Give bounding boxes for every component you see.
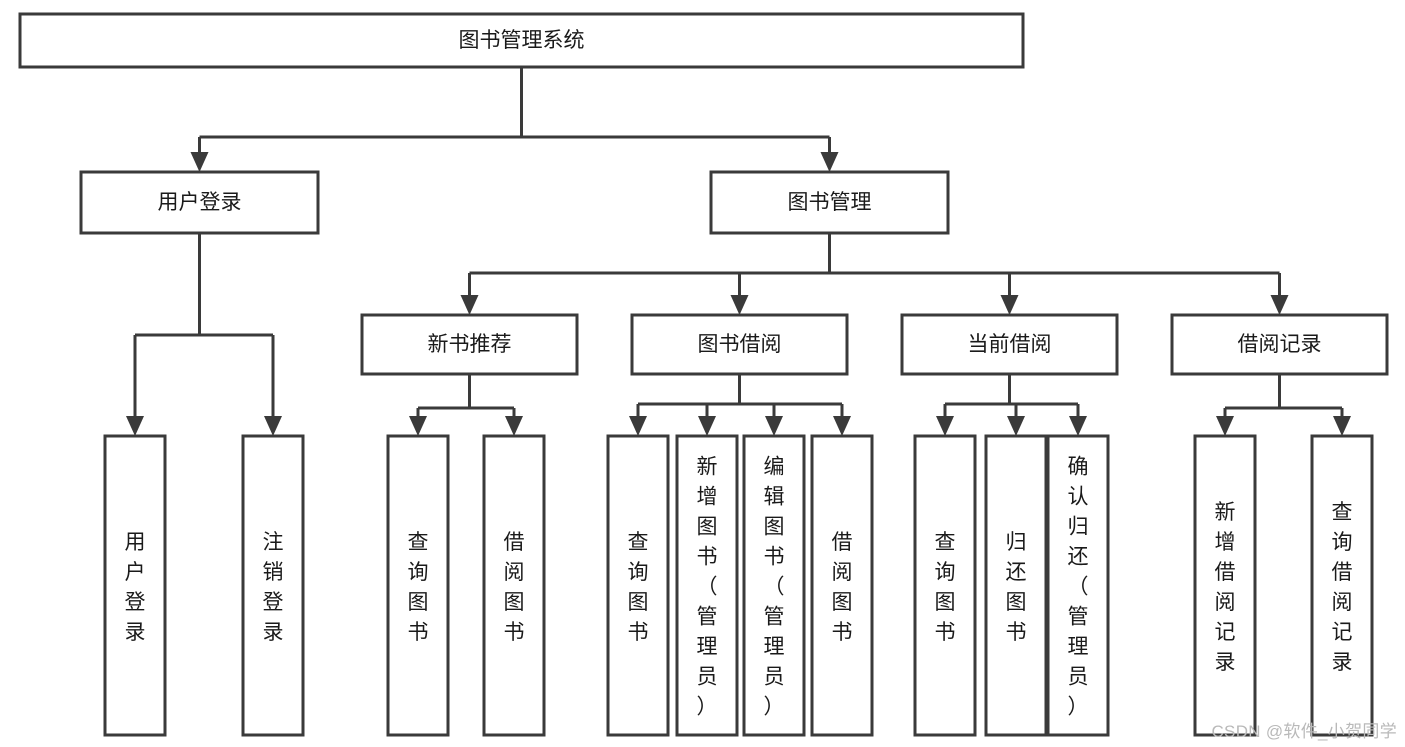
node-label: 注销登录 (263, 531, 284, 644)
arrow-head-icon (936, 416, 954, 436)
arrow-head-icon (1216, 416, 1234, 436)
node-label: 查询图书 (628, 531, 649, 644)
node-leaf-add-book[interactable]: 新增图书（管理员） (675, 434, 739, 737)
node-label: 借阅图书 (832, 531, 853, 644)
node-label: 借阅记录 (1238, 333, 1322, 356)
node-label: 图书借阅 (698, 333, 782, 356)
arrow-head-icon (1270, 295, 1289, 315)
edge-group-user-login (126, 233, 282, 436)
arrow-head-icon (1333, 416, 1351, 436)
node-leaf-return-book[interactable]: 归还图书 (984, 434, 1048, 737)
arrow-head-icon (460, 295, 479, 315)
node-box[interactable] (913, 434, 977, 737)
node-label: 图书管理系统 (459, 29, 585, 52)
node-leaf-borrow-book-1[interactable]: 借阅图书 (482, 434, 546, 737)
node-label: 确认归还（管理员） (1068, 455, 1089, 718)
node-leaf-query-book-3[interactable]: 查询图书 (913, 434, 977, 737)
node-box[interactable] (742, 434, 806, 737)
node-label: 当前借阅 (968, 333, 1052, 356)
arrow-head-icon (833, 416, 851, 436)
node-label: 新增图书（管理员） (697, 455, 718, 718)
edge-group-current-borrow (936, 374, 1087, 436)
node-user-login[interactable]: 用户登录 (79, 170, 320, 235)
node-label: 图书管理 (788, 191, 872, 214)
node-label: 查询借阅记录 (1332, 501, 1353, 674)
node-box[interactable] (103, 434, 167, 737)
node-box[interactable] (360, 313, 579, 376)
node-box[interactable] (606, 434, 670, 737)
node-new-book-rec[interactable]: 新书推荐 (360, 313, 579, 376)
arrow-head-icon (264, 416, 282, 436)
node-leaf-add-record[interactable]: 新增借阅记录 (1193, 434, 1257, 737)
node-label: 借阅图书 (504, 531, 525, 644)
node-book-borrow[interactable]: 图书借阅 (630, 313, 849, 376)
node-leaf-user-login[interactable]: 用户登录 (103, 434, 167, 737)
watermark-text: CSDN @软件_小贺同学 (1211, 722, 1397, 741)
node-box[interactable] (1046, 434, 1110, 737)
node-label: 用户登录 (125, 531, 146, 644)
node-box[interactable] (18, 12, 1025, 69)
arrow-head-icon (1069, 416, 1087, 436)
connector-layer (126, 67, 1351, 436)
node-leaf-user-logout[interactable]: 注销登录 (241, 434, 305, 737)
node-box[interactable] (386, 434, 450, 737)
node-box[interactable] (1193, 434, 1257, 737)
node-box[interactable] (630, 313, 849, 376)
node-box[interactable] (984, 434, 1048, 737)
node-layer: 图书管理系统用户登录图书管理新书推荐图书借阅当前借阅借阅记录用户登录注销登录查询… (18, 12, 1389, 737)
node-box[interactable] (241, 434, 305, 737)
node-box[interactable] (900, 313, 1119, 376)
node-leaf-query-book-2[interactable]: 查询图书 (606, 434, 670, 737)
node-leaf-confirm-return[interactable]: 确认归还（管理员） (1046, 434, 1110, 737)
node-box[interactable] (1170, 313, 1389, 376)
node-box[interactable] (1310, 434, 1374, 737)
node-box[interactable] (79, 170, 320, 235)
arrow-head-icon (190, 152, 209, 172)
arrow-head-icon (730, 295, 749, 315)
node-undefined[interactable]: 图书管理系统 (18, 12, 1025, 69)
edge-group-root (190, 67, 839, 172)
node-box[interactable] (482, 434, 546, 737)
edge-group-borrow-record (1216, 374, 1351, 436)
node-label: 归还图书 (1006, 531, 1027, 644)
arrow-head-icon (409, 416, 427, 436)
node-leaf-edit-book[interactable]: 编辑图书（管理员） (742, 434, 806, 737)
node-leaf-query-record[interactable]: 查询借阅记录 (1310, 434, 1374, 737)
node-label: 编辑图书（管理员） (764, 455, 785, 718)
node-book-manage[interactable]: 图书管理 (709, 170, 950, 235)
node-current-borrow[interactable]: 当前借阅 (900, 313, 1119, 376)
arrow-head-icon (1007, 416, 1025, 436)
arrow-head-icon (1000, 295, 1019, 315)
node-label: 查询图书 (935, 531, 956, 644)
node-label: 新增借阅记录 (1215, 501, 1236, 674)
node-label: 查询图书 (408, 531, 429, 644)
arrow-head-icon (698, 416, 716, 436)
arrow-head-icon (629, 416, 647, 436)
node-box[interactable] (810, 434, 874, 737)
edge-group-book-manage (460, 233, 1289, 315)
edge-group-book-borrow (629, 374, 851, 436)
node-label: 新书推荐 (428, 333, 512, 356)
node-leaf-borrow-book-2[interactable]: 借阅图书 (810, 434, 874, 737)
arrow-head-icon (126, 416, 144, 436)
node-borrow-record[interactable]: 借阅记录 (1170, 313, 1389, 376)
arrow-head-icon (765, 416, 783, 436)
node-label: 用户登录 (158, 191, 242, 214)
node-leaf-query-book-1[interactable]: 查询图书 (386, 434, 450, 737)
arrow-head-icon (505, 416, 523, 436)
edge-group-new-book-rec (409, 374, 523, 436)
node-box[interactable] (709, 170, 950, 235)
node-box[interactable] (675, 434, 739, 737)
arrow-head-icon (820, 152, 839, 172)
